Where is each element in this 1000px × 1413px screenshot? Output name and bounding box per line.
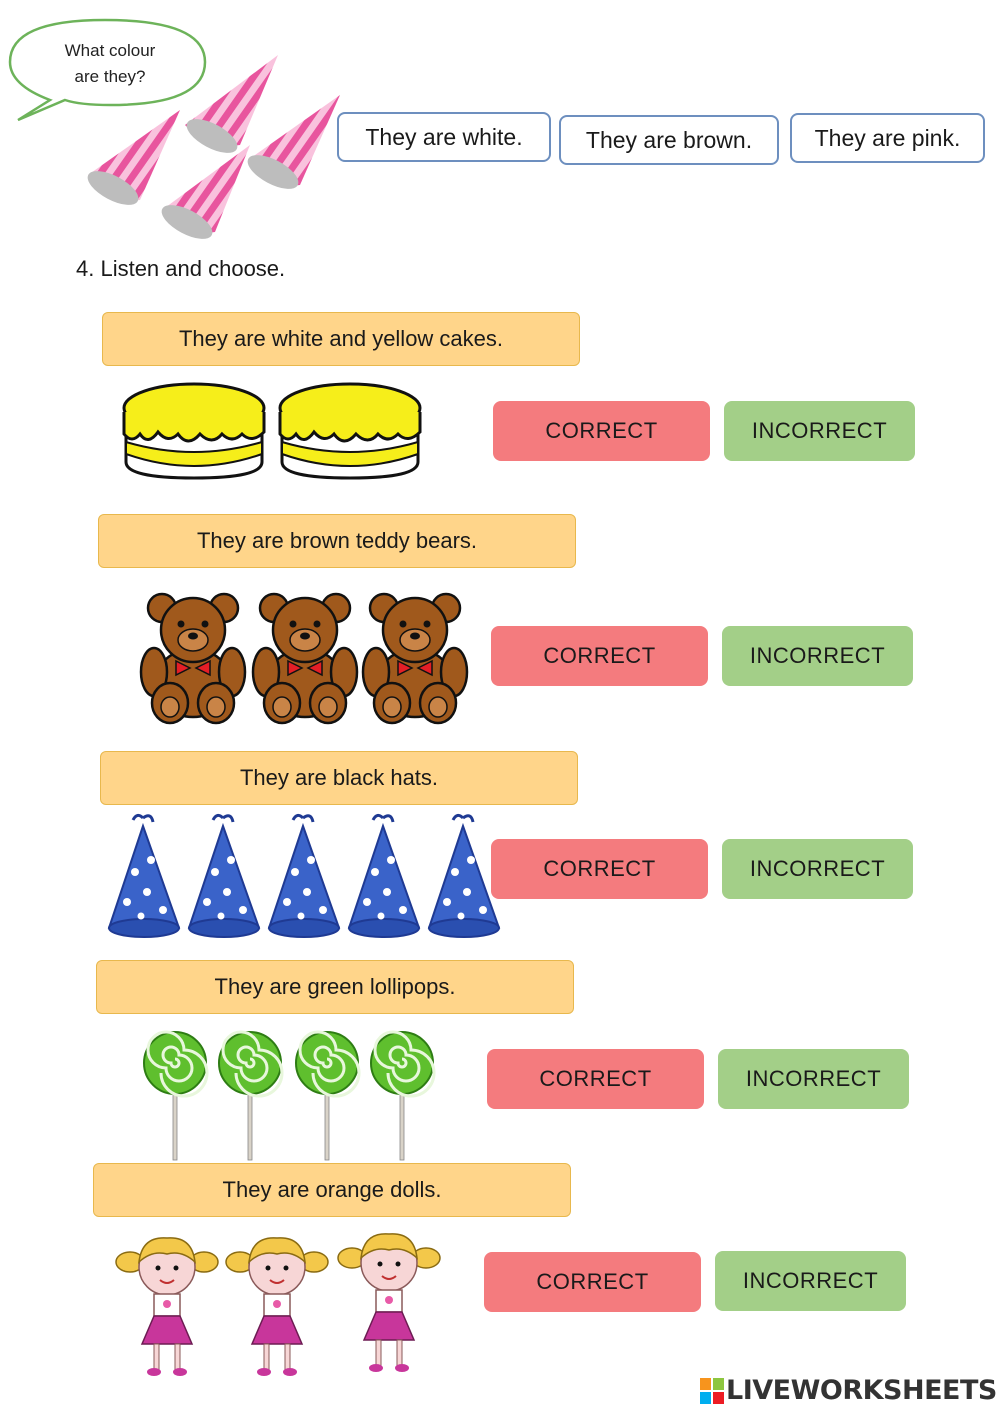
answer-box-brown[interactable]: They are brown. — [559, 115, 779, 165]
question-3-incorrect-button[interactable]: INCORRECT — [722, 839, 913, 899]
question-1-incorrect-button[interactable]: INCORRECT — [724, 401, 915, 461]
question-2-sentence: They are brown teddy bears. — [98, 514, 576, 568]
question-4-incorrect-button[interactable]: INCORRECT — [718, 1049, 909, 1109]
question-5-correct-button[interactable]: CORRECT — [484, 1252, 701, 1312]
question-4-sentence: They are green lollipops. — [96, 960, 574, 1014]
question-1-correct-button[interactable]: CORRECT — [493, 401, 710, 461]
green-lollipops-image — [143, 1030, 436, 1162]
question-1-sentence: They are white and yellow cakes. — [102, 312, 580, 366]
yellow-cakes-image — [122, 382, 422, 480]
dolls-image — [115, 1232, 441, 1377]
answer-box-white[interactable]: They are white. — [337, 112, 551, 162]
question-2-correct-button[interactable]: CORRECT — [491, 626, 708, 686]
teddy-bears-image — [139, 592, 469, 725]
blue-party-hats-image — [107, 813, 501, 939]
answer-box-pink[interactable]: They are pink. — [790, 113, 985, 163]
liveworksheets-brand-name: LIVEWORKSHEETS — [726, 1375, 997, 1406]
liveworksheets-logo: LIVEWORKSHEETS — [700, 1375, 997, 1406]
speech-bubble-line1: What colour — [64, 41, 156, 60]
section-heading: 4. Listen and choose. — [76, 256, 286, 281]
liveworksheets-logo-icon — [700, 1377, 724, 1404]
question-5-sentence: They are orange dolls. — [93, 1163, 571, 1217]
pink-party-hats-image — [87, 55, 340, 239]
question-3-sentence: They are black hats. — [100, 751, 578, 805]
question-5-incorrect-button[interactable]: INCORRECT — [715, 1251, 906, 1311]
speech-bubble — [8, 18, 207, 122]
question-4-correct-button[interactable]: CORRECT — [487, 1049, 704, 1109]
speech-bubble-line2: are they? — [74, 67, 146, 86]
question-2-incorrect-button[interactable]: INCORRECT — [722, 626, 913, 686]
speech-bubble-text: What colour are they? — [40, 38, 180, 90]
question-3-correct-button[interactable]: CORRECT — [491, 839, 708, 899]
